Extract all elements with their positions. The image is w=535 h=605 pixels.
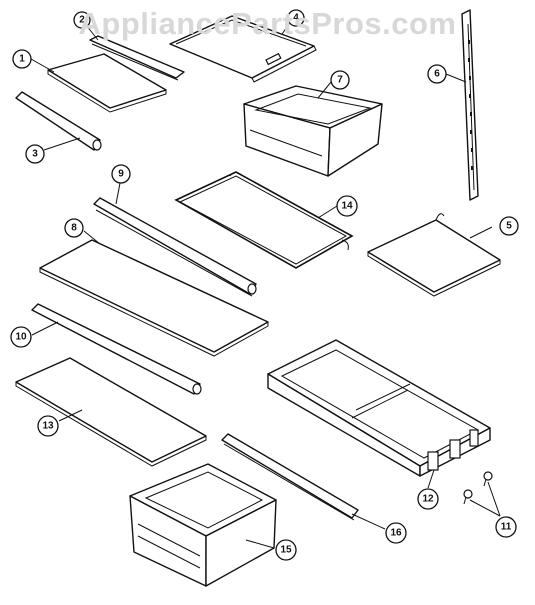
callout-3: 3 — [25, 144, 45, 164]
part-4-shelf-frame — [169, 15, 317, 83]
part-8-glass-shelf — [39, 239, 269, 357]
svg-text:13: 13 — [42, 421, 54, 432]
part-1-shelf-glass — [47, 53, 167, 113]
svg-text:9: 9 — [118, 169, 124, 180]
callout-11: 11 — [495, 516, 517, 538]
svg-text:12: 12 — [422, 494, 434, 505]
part-5-small-shelf — [367, 213, 501, 297]
part-9-shelf-trim — [93, 197, 257, 297]
svg-text:7: 7 — [337, 75, 343, 86]
callout-4: 4 — [287, 9, 305, 27]
svg-text:4: 4 — [293, 13, 299, 24]
svg-text:8: 8 — [71, 223, 77, 234]
callout-16: 16 — [385, 522, 407, 544]
callout-12: 12 — [417, 488, 439, 510]
part-11-screws — [463, 471, 493, 505]
callout-15: 15 — [275, 539, 297, 561]
svg-text:5: 5 — [506, 221, 512, 232]
svg-text:1: 1 — [19, 54, 25, 65]
callout-8: 8 — [64, 218, 84, 238]
callout-2: 2 — [73, 11, 91, 29]
svg-text:11: 11 — [501, 522, 512, 533]
callout-1: 1 — [12, 49, 32, 69]
part-10-trim-rod — [31, 303, 202, 395]
part-14-wire-frame — [174, 171, 354, 269]
callout-6: 6 — [427, 64, 447, 84]
callout-9: 9 — [111, 164, 131, 184]
svg-text:2: 2 — [79, 15, 85, 26]
callout-14: 14 — [336, 195, 358, 217]
part-13-glass-panel — [15, 357, 207, 467]
callout-7: 7 — [330, 70, 350, 90]
svg-text:15: 15 — [280, 545, 292, 556]
part-7-crisper-drawer — [243, 85, 383, 177]
svg-text:10: 10 — [15, 332, 27, 343]
part-3-trim-rod — [15, 91, 102, 151]
part-6-shelf-bracket — [461, 9, 479, 201]
part-16-trim-strip — [221, 433, 359, 521]
callout-5: 5 — [499, 216, 519, 236]
svg-text:14: 14 — [341, 201, 353, 212]
callout-13: 13 — [37, 415, 59, 437]
part-15-deli-drawer — [129, 463, 277, 587]
callout-10: 10 — [10, 326, 32, 348]
svg-text:16: 16 — [390, 528, 402, 539]
svg-text:6: 6 — [434, 69, 440, 80]
svg-text:3: 3 — [32, 149, 38, 160]
part-12-drawer-frame — [267, 339, 491, 477]
